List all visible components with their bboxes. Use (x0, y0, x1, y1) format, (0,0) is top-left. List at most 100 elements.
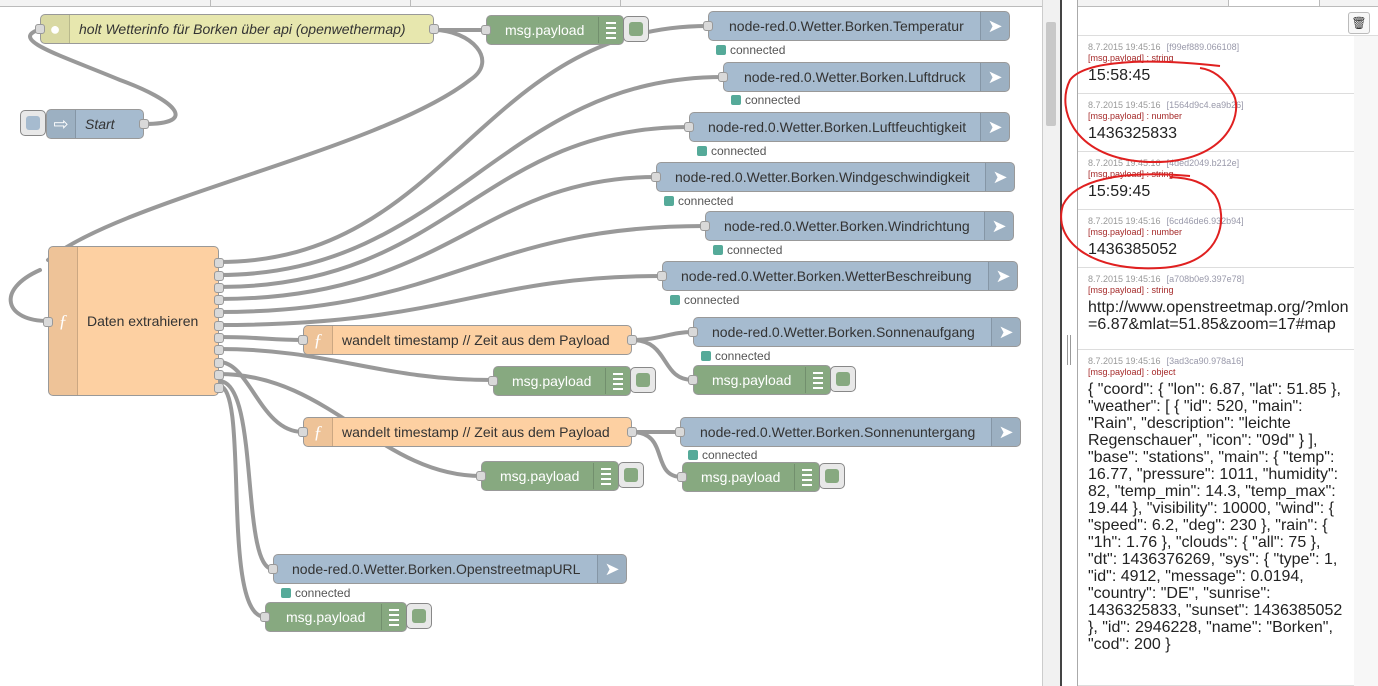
debug-node[interactable]: msg.payload (677, 462, 820, 492)
arrow-right-icon: ⇨ (47, 110, 76, 138)
debug-node[interactable]: msg.payload (476, 461, 619, 491)
arrow-right-icon: ➤ (980, 12, 1009, 40)
mqtt-node-wetterbeschreibung[interactable]: node-red.0.Wetter.Borken.WetterBeschreib… (657, 261, 1018, 291)
mqtt-node-windgeschwindigkeit[interactable]: node-red.0.Wetter.Borken.Windgeschwindig… (651, 162, 1015, 192)
debug-toggle-button[interactable] (630, 367, 656, 393)
function-node-label: wandelt timestamp // Zeit aus dem Payloa… (342, 424, 610, 440)
arrow-right-icon: ➤ (597, 555, 626, 583)
output-port[interactable] (627, 427, 637, 437)
input-port[interactable] (684, 122, 694, 132)
sidebar-splitter[interactable] (1060, 0, 1078, 686)
mqtt-node-sonnenaufgang[interactable]: node-red.0.Wetter.Borken.Sonnenaufgang ➤ (688, 317, 1021, 347)
debug-message: 8.7.2015 19:45:16[3ad3ca90.978a16] [msg.… (1078, 350, 1354, 686)
function-node-timestamp-2[interactable]: ƒ wandelt timestamp // Zeit aus dem Payl… (298, 417, 637, 447)
function-node-timestamp-1[interactable]: ƒ wandelt timestamp // Zeit aus dem Payl… (298, 325, 637, 355)
input-port[interactable] (268, 564, 278, 574)
input-port[interactable] (688, 327, 698, 337)
input-port[interactable] (476, 471, 486, 481)
output-port[interactable] (214, 383, 224, 393)
mqtt-node-luftfeuchtigkeit[interactable]: node-red.0.Wetter.Borken.Luftfeuchtigkei… (684, 112, 1010, 142)
mqtt-node-label: node-red.0.Wetter.Borken.Luftdruck (744, 69, 966, 85)
input-port[interactable] (488, 376, 498, 386)
mqtt-node-openstreetmapurl[interactable]: node-red.0.Wetter.Borken.OpenstreetmapUR… (268, 554, 627, 584)
list-icon (593, 463, 618, 489)
output-port[interactable] (214, 345, 224, 355)
inject-node-start[interactable]: ⇨ Start (46, 109, 149, 139)
input-port[interactable] (677, 472, 687, 482)
flow-wires (8, 24, 725, 619)
arrow-right-icon: ➤ (985, 163, 1014, 191)
inject-node-label: Start (85, 116, 115, 132)
debug-node[interactable]: msg.payload (488, 366, 631, 396)
mqtt-node-label: node-red.0.Wetter.Borken.OpenstreetmapUR… (292, 561, 581, 577)
output-port[interactable] (214, 370, 224, 380)
debug-node[interactable]: msg.payload (260, 602, 407, 632)
status-badge: connected (716, 44, 785, 56)
debug-node-label: msg.payload (712, 372, 792, 388)
debug-node[interactable]: msg.payload (688, 365, 831, 395)
debug-node-label: msg.payload (701, 469, 781, 485)
input-port[interactable] (703, 21, 713, 31)
mqtt-node-windrichtung[interactable]: node-red.0.Wetter.Borken.Windrichtung ➤ (700, 211, 1014, 241)
input-port[interactable] (688, 375, 698, 385)
status-badge: connected (281, 587, 350, 599)
debug-toolbar: 🗑 (1078, 7, 1378, 36)
input-port[interactable] (481, 25, 491, 35)
output-port[interactable] (139, 119, 149, 129)
mqtt-node-label: node-red.0.Wetter.Borken.WetterBeschreib… (681, 268, 972, 284)
input-port[interactable] (35, 24, 45, 34)
mqtt-node-temperatur[interactable]: node-red.0.Wetter.Borken.Temperatur ➤ (703, 11, 1010, 41)
output-port[interactable] (214, 308, 224, 318)
mqtt-node-label: node-red.0.Wetter.Borken.Sonnenuntergang (700, 424, 976, 440)
output-port[interactable] (214, 321, 224, 331)
arrow-right-icon: ➤ (988, 262, 1017, 290)
inject-trigger-button[interactable] (20, 110, 46, 136)
input-port[interactable] (260, 612, 270, 622)
list-icon (805, 367, 830, 393)
mqtt-node-label: node-red.0.Wetter.Borken.Windrichtung (724, 218, 970, 234)
output-port[interactable] (627, 335, 637, 345)
mqtt-node-label: node-red.0.Wetter.Borken.Sonnenaufgang (712, 324, 975, 340)
workspace-scrollbar[interactable] (1042, 0, 1060, 686)
input-port[interactable] (298, 427, 308, 437)
tab-debug[interactable] (1228, 0, 1320, 6)
input-port[interactable] (43, 317, 53, 327)
output-port[interactable] (214, 258, 224, 268)
input-port[interactable] (675, 427, 685, 437)
mqtt-node-label: node-red.0.Wetter.Borken.Temperatur (729, 18, 964, 34)
mqtt-node-sonnenuntergang[interactable]: node-red.0.Wetter.Borken.Sonnenuntergang… (675, 417, 1021, 447)
scrollbar-thumb[interactable] (1046, 22, 1056, 126)
output-port[interactable] (214, 358, 224, 368)
debug-toggle-button[interactable] (406, 603, 432, 629)
arrow-right-icon: ➤ (980, 113, 1009, 141)
http-request-node[interactable]: ● holt Wetterinfo für Borken über api (o… (35, 14, 439, 44)
function-icon: ƒ (304, 326, 333, 354)
debug-message-list[interactable]: 8.7.2015 19:45:16[f99ef889.066108] [msg.… (1078, 36, 1378, 686)
flow-workspace[interactable]: ● holt Wetterinfo für Borken über api (o… (0, 0, 1042, 686)
debug-message: 8.7.2015 19:45:16[1564d9c4.ea9b26] [msg.… (1078, 94, 1354, 152)
output-port[interactable] (214, 283, 224, 293)
output-port[interactable] (214, 295, 224, 305)
input-port[interactable] (718, 72, 728, 82)
splitter-grip[interactable] (1067, 335, 1071, 365)
input-port[interactable] (651, 172, 661, 182)
debug-toggle-button[interactable] (819, 463, 845, 489)
input-port[interactable] (700, 221, 710, 231)
clear-debug-button[interactable]: 🗑 (1348, 12, 1370, 34)
function-node-daten-extrahieren[interactable]: ƒ Daten extrahieren (43, 246, 224, 396)
status-badge: connected (697, 145, 766, 157)
debug-message: 8.7.2015 19:45:16[4ded2049.b212e] [msg.p… (1078, 152, 1354, 210)
output-port[interactable] (429, 24, 439, 34)
output-port[interactable] (214, 333, 224, 343)
function-node-label: wandelt timestamp // Zeit aus dem Payloa… (342, 332, 610, 348)
debug-node[interactable]: msg.payload (481, 15, 624, 45)
debug-toggle-button[interactable] (623, 16, 649, 42)
input-port[interactable] (298, 335, 308, 345)
debug-toggle-button[interactable] (618, 462, 644, 488)
debug-toggle-button[interactable] (830, 366, 856, 392)
output-port[interactable] (214, 271, 224, 281)
input-port[interactable] (657, 271, 667, 281)
mqtt-node-luftdruck[interactable]: node-red.0.Wetter.Borken.Luftdruck ➤ (718, 62, 1010, 92)
arrow-right-icon: ➤ (984, 212, 1013, 240)
http-node-label: holt Wetterinfo für Borken über api (ope… (79, 21, 406, 37)
